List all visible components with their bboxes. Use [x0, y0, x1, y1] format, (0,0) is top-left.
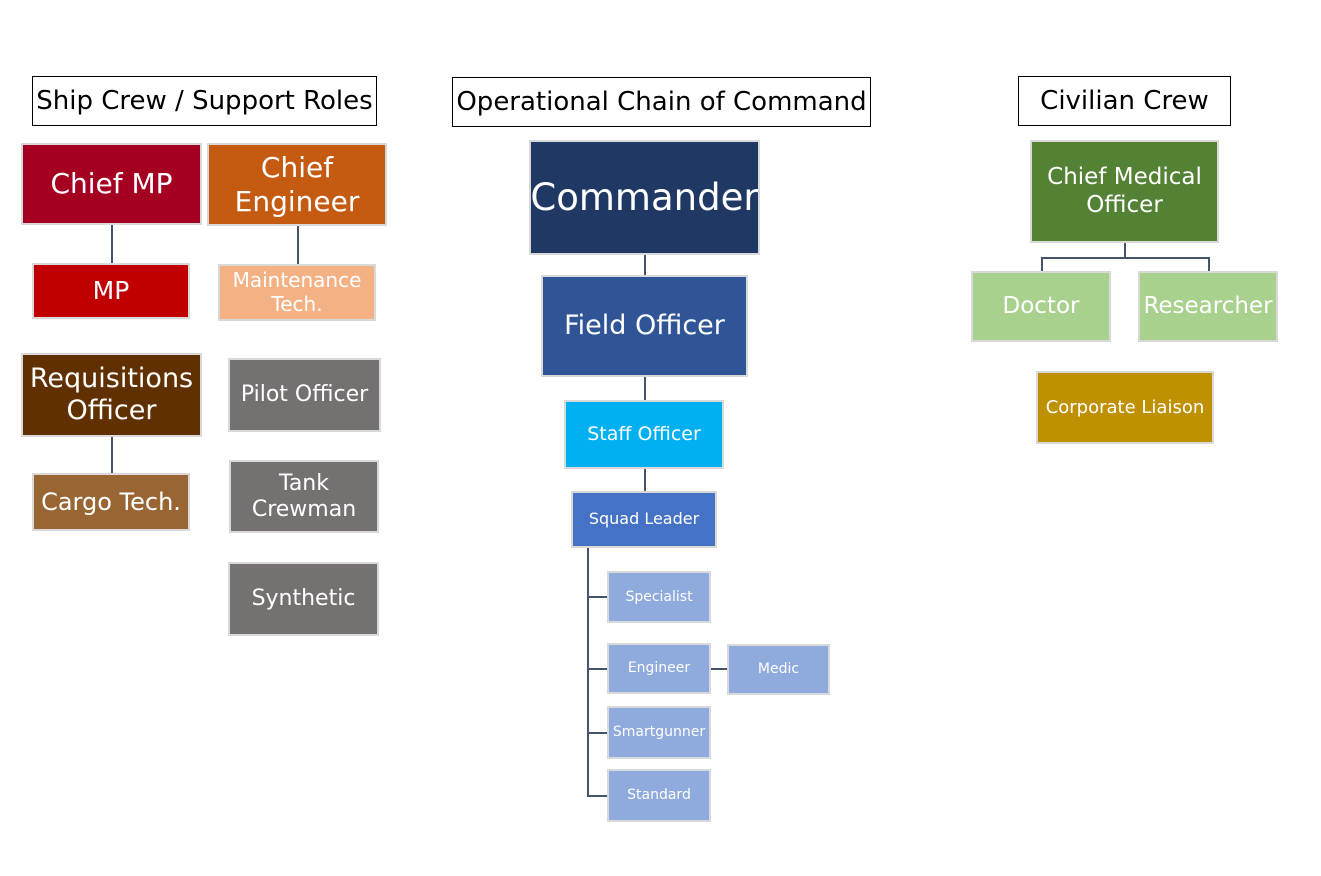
role-field-officer: Field Officer	[541, 275, 748, 377]
role-doctor: Doctor	[971, 271, 1111, 342]
role-engineer: Engineer	[607, 643, 711, 694]
role-chief-mp: Chief MP	[21, 143, 202, 225]
role-medic: Medic	[727, 644, 830, 695]
role-pilot-officer: Pilot Officer	[228, 358, 381, 432]
role-standard: Standard	[607, 769, 711, 822]
header-ship-crew: Ship Crew / Support Roles	[32, 76, 377, 126]
role-chief-engineer: Chief Engineer	[207, 143, 387, 226]
role-smartgunner: Smartgunner	[607, 706, 711, 759]
role-requisitions-officer: Requisitions Officer	[21, 353, 202, 437]
connector-cmo-branch	[1041, 257, 1210, 272]
role-maintenance-tech: Maintenance Tech.	[218, 264, 376, 321]
role-specialist: Specialist	[607, 571, 711, 623]
role-mp: MP	[32, 263, 190, 319]
role-tank-crewman: Tank Crewman	[229, 460, 379, 533]
role-researcher: Researcher	[1138, 271, 1278, 342]
header-operational-chain: Operational Chain of Command	[452, 77, 871, 127]
header-civilian-crew: Civilian Crew	[1018, 76, 1231, 126]
role-cargo-tech: Cargo Tech.	[32, 473, 190, 531]
role-commander: Commander	[529, 140, 760, 255]
role-staff-officer: Staff Officer	[564, 400, 724, 469]
role-chief-medical-officer: Chief Medical Officer	[1030, 140, 1219, 243]
role-synthetic: Synthetic	[228, 562, 379, 636]
role-corporate-liaison: Corporate Liaison	[1036, 371, 1214, 444]
role-squad-leader: Squad Leader	[571, 491, 717, 548]
